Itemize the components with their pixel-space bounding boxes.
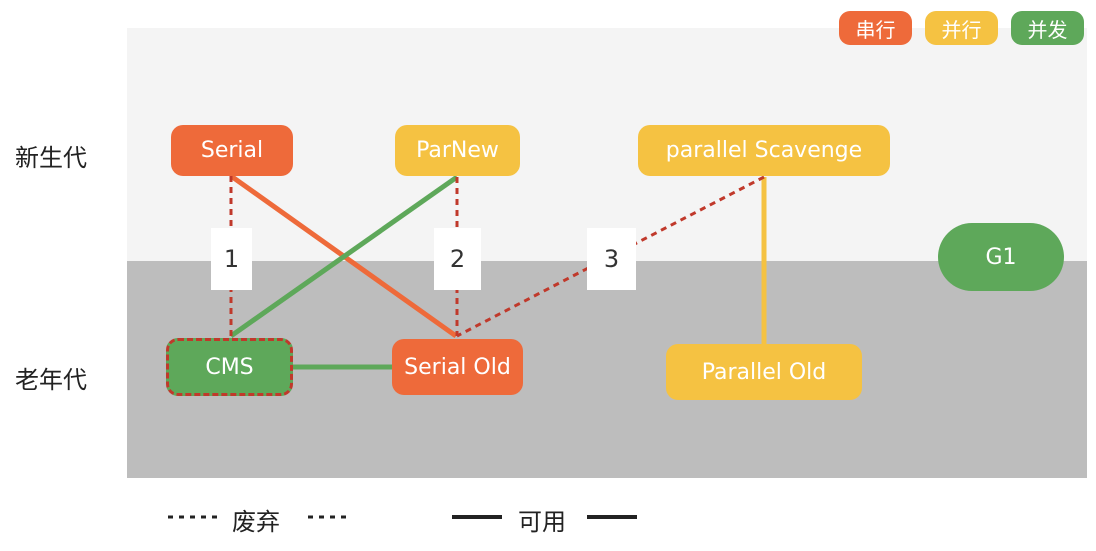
collector-parnew: ParNew xyxy=(395,125,520,176)
young-generation-label: 新生代 xyxy=(15,144,87,172)
old-generation-label: 老年代 xyxy=(15,366,87,394)
legend-parallel: 并行 xyxy=(925,11,998,45)
collector-parallel-scavenge: parallel Scavenge xyxy=(638,125,890,176)
deprecated-marker-1: 1 xyxy=(211,228,252,290)
collector-serial: Serial xyxy=(171,125,293,176)
line-parnew-to-cms xyxy=(229,174,459,339)
legend-concurrent: 并发 xyxy=(1011,11,1084,45)
deprecated-marker-3: 3 xyxy=(587,228,636,290)
collector-parallel-old: Parallel Old xyxy=(666,344,862,400)
collector-serial-old: Serial Old xyxy=(392,339,523,395)
available-line-left xyxy=(452,515,502,519)
deprecated-marker-2: 2 xyxy=(434,228,481,290)
collector-cms: CMS xyxy=(166,338,293,396)
legend-serial: 串行 xyxy=(839,11,912,45)
deprecated-dash-right xyxy=(308,515,350,519)
available-label: 可用 xyxy=(518,508,566,536)
line-deprecated-parallel-scavenge-to-serial-old xyxy=(456,175,765,338)
collector-g1: G1 xyxy=(938,223,1064,291)
available-line-right xyxy=(587,515,637,519)
deprecated-dash-left xyxy=(168,515,220,519)
deprecated-label: 废弃 xyxy=(232,508,280,536)
